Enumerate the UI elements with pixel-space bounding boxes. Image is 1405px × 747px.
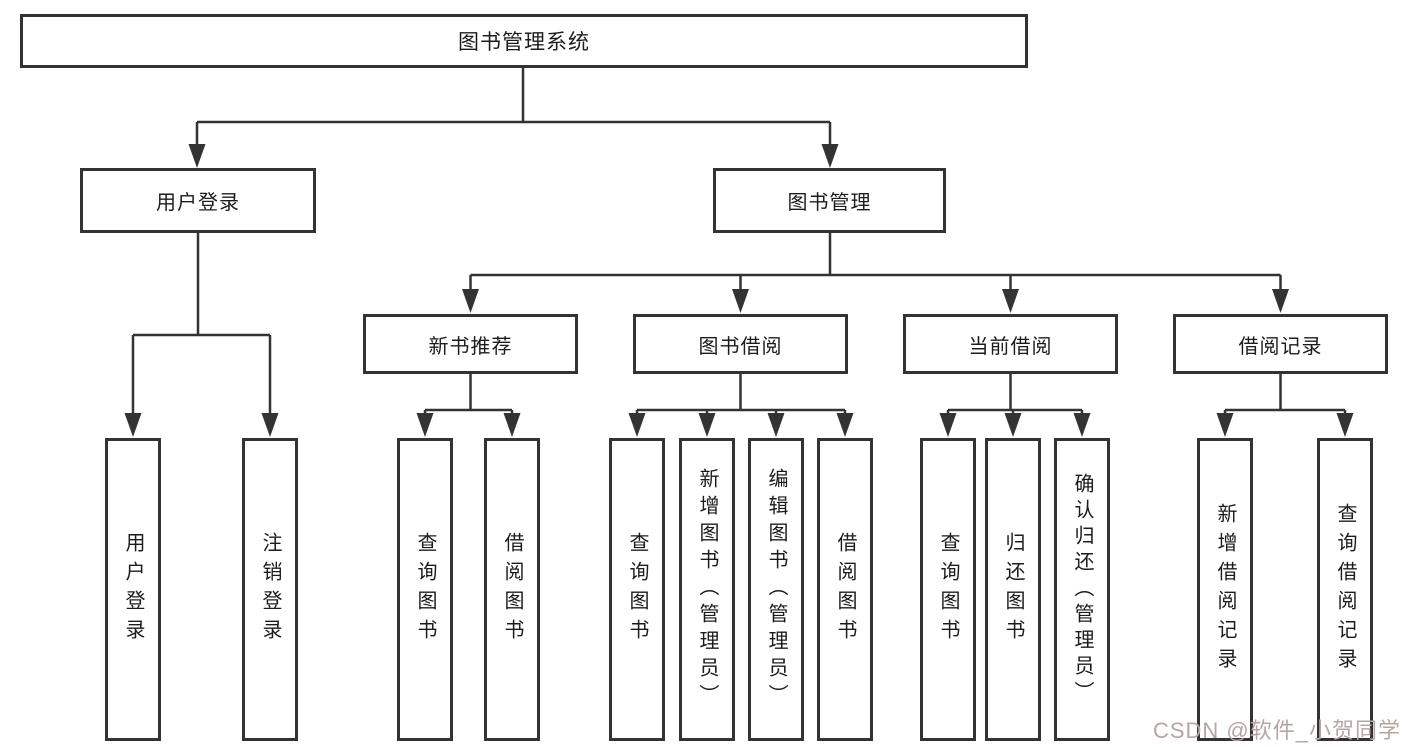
node-borrow-records-label: 借阅记录 (1238, 335, 1323, 358)
node-new-book-recommend-label: 新书推荐 (428, 335, 513, 358)
leaf-borrow-books-rec-label: 借阅图书 (501, 531, 523, 648)
leaf-query-books-current: 查询图书 (920, 438, 976, 741)
arrowhead-icons (124, 144, 1354, 437)
node-root: 图书管理系统 (20, 14, 1028, 68)
node-book-borrow-label: 图书借阅 (698, 335, 783, 358)
leaf-edit-book-admin-label: 编辑图书（管理员） (765, 468, 787, 711)
leaf-confirm-return-admin: 确认归还（管理员） (1054, 438, 1110, 741)
leaf-edit-book-admin: 编辑图书（管理员） (748, 438, 804, 741)
leaf-query-books-rec-label: 查询图书 (414, 531, 436, 648)
leaf-logout-label: 注销登录 (259, 531, 281, 648)
node-user-login: 用户登录 (80, 168, 316, 233)
node-user-login-label: 用户登录 (156, 192, 240, 214)
leaf-user-login: 用户登录 (105, 438, 161, 741)
leaf-query-borrow-record-label: 查询借阅记录 (1334, 502, 1356, 677)
node-current-borrow: 当前借阅 (903, 314, 1118, 374)
leaf-query-borrow-record: 查询借阅记录 (1317, 438, 1373, 741)
leaf-query-books-current-label: 查询图书 (937, 531, 959, 648)
leaf-user-login-label: 用户登录 (122, 531, 144, 648)
leaf-add-borrow-record: 新增借阅记录 (1197, 438, 1253, 741)
node-new-book-recommend: 新书推荐 (363, 314, 578, 374)
leaf-return-book-label: 归还图书 (1002, 531, 1024, 648)
leaf-borrow-books: 借阅图书 (817, 438, 873, 741)
node-book-mgmt-label: 图书管理 (787, 192, 872, 214)
leaf-add-book-admin: 新增图书（管理员） (679, 438, 735, 741)
leaf-add-borrow-record-label: 新增借阅记录 (1214, 502, 1236, 677)
node-borrow-records: 借阅记录 (1173, 314, 1388, 374)
leaf-query-books-borrow-label: 查询图书 (626, 531, 648, 648)
leaf-logout: 注销登录 (242, 438, 298, 741)
leaf-borrow-books-rec: 借阅图书 (484, 438, 540, 741)
leaf-add-book-admin-label: 新增图书（管理员） (696, 468, 718, 711)
node-book-borrow: 图书借阅 (633, 314, 848, 374)
node-book-mgmt: 图书管理 (713, 168, 946, 233)
node-root-label: 图书管理系统 (458, 31, 590, 54)
leaf-confirm-return-admin-label: 确认归还（管理员） (1071, 472, 1093, 707)
node-current-borrow-label: 当前借阅 (968, 335, 1053, 358)
watermark: CSDN @软件_小贺同学 (1152, 718, 1401, 743)
leaf-query-books-borrow: 查询图书 (609, 438, 665, 741)
leaf-query-books-rec: 查询图书 (397, 438, 453, 741)
leaf-borrow-books-label: 借阅图书 (834, 531, 856, 648)
leaf-return-book: 归还图书 (985, 438, 1041, 741)
